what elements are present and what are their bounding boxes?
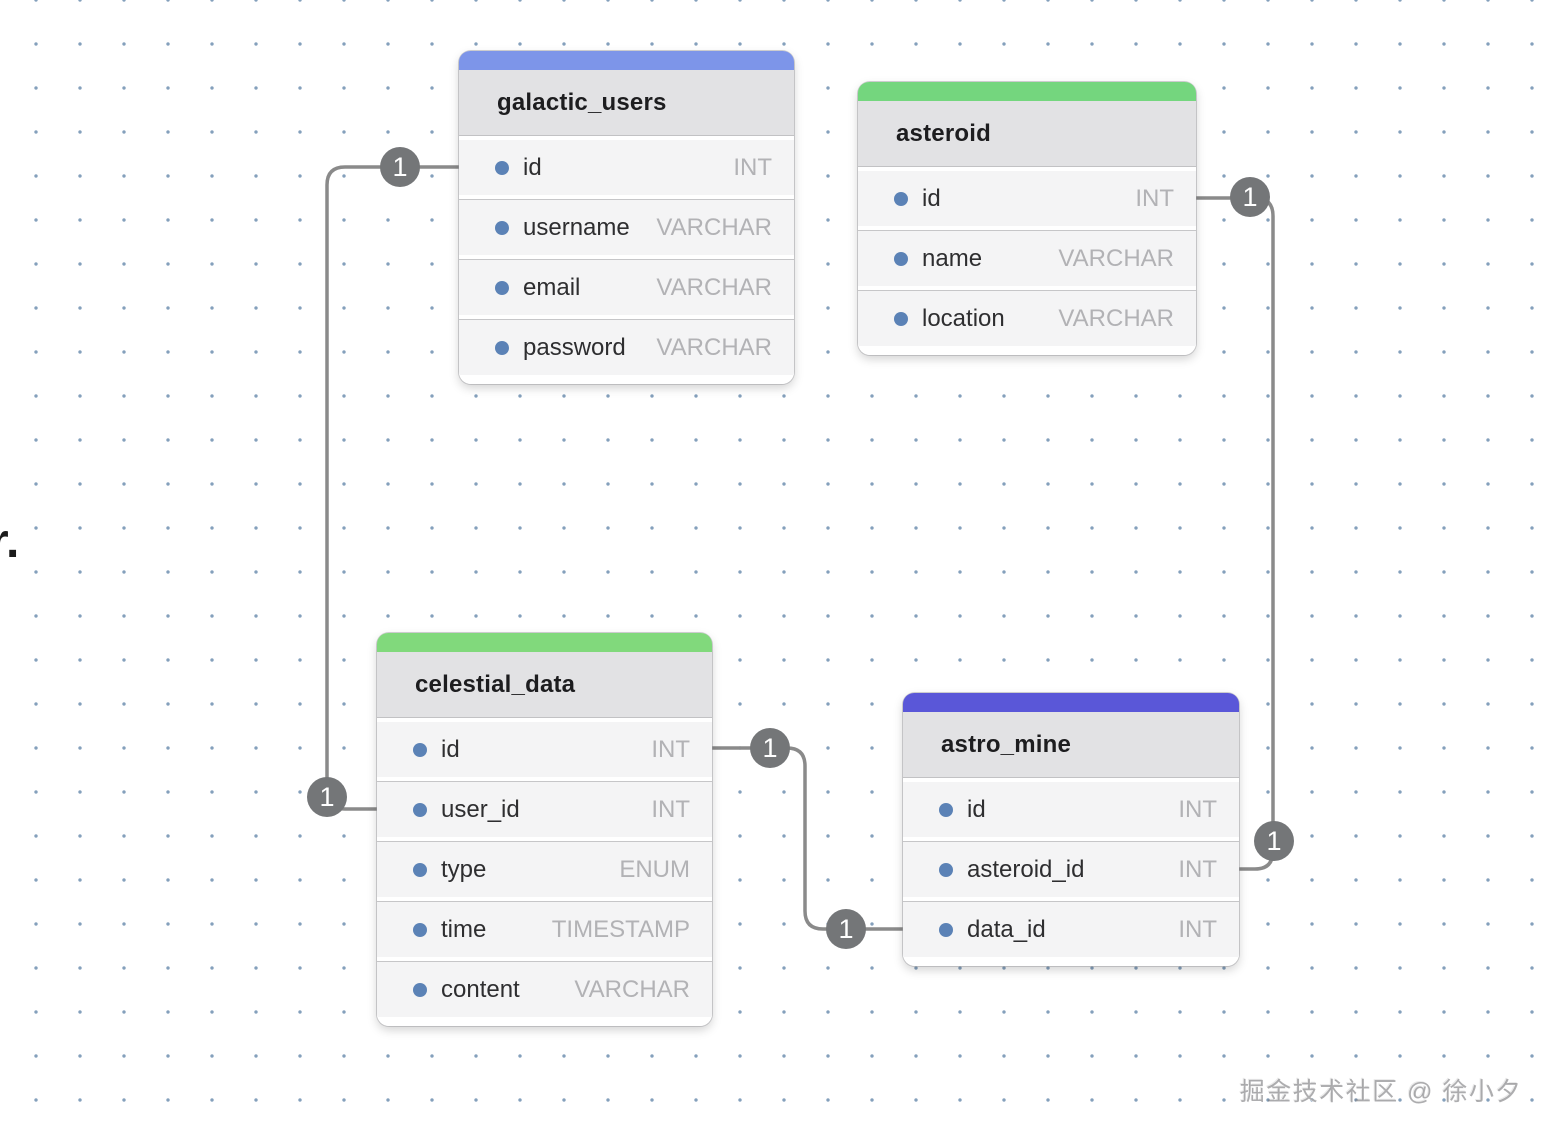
table-row[interactable]: location VARCHAR xyxy=(858,290,1196,346)
field-bullet-icon xyxy=(413,982,427,997)
table-title: astro_mine xyxy=(903,712,1239,778)
field-bullet-icon xyxy=(413,742,427,757)
cardinality-badge[interactable]: 1 xyxy=(380,147,420,187)
field-type: ENUM xyxy=(619,855,690,883)
cardinality-label: 1 xyxy=(838,914,853,944)
field-bullet-icon xyxy=(495,280,509,295)
cardinality-label: 1 xyxy=(762,733,777,763)
field-name: id xyxy=(967,795,986,823)
field-name: time xyxy=(441,915,487,943)
cardinality-badge[interactable]: 1 xyxy=(1230,177,1270,217)
field-type: VARCHAR xyxy=(656,213,772,241)
clipped-heading-text: r. xyxy=(0,515,20,568)
table-accent-bar xyxy=(377,633,712,652)
table-fields: id INT user_id INT type ENUM time TIMEST… xyxy=(377,722,712,1026)
field-type: VARCHAR xyxy=(1058,304,1174,332)
table-fields: id INT asteroid_id INT data_id INT xyxy=(903,782,1239,966)
table-row[interactable]: data_id INT xyxy=(903,901,1239,957)
table-row[interactable]: id INT xyxy=(903,782,1239,837)
field-name: data_id xyxy=(967,915,1046,943)
field-name: content xyxy=(441,975,520,1003)
cardinality-label: 1 xyxy=(392,152,407,182)
field-type: INT xyxy=(1178,915,1217,943)
table-row[interactable]: id INT xyxy=(858,171,1196,226)
field-type: VARCHAR xyxy=(1058,244,1174,272)
field-type: VARCHAR xyxy=(656,333,772,361)
table-row[interactable]: type ENUM xyxy=(377,841,712,897)
table-row[interactable]: time TIMESTAMP xyxy=(377,901,712,957)
field-bullet-icon xyxy=(413,802,427,817)
field-type: VARCHAR xyxy=(656,273,772,301)
cardinality-circle xyxy=(307,777,347,817)
table-celestial-data[interactable]: celestial_data id INT user_id INT type E… xyxy=(377,633,712,1026)
table-row[interactable]: content VARCHAR xyxy=(377,961,712,1017)
field-type: INT xyxy=(1178,855,1217,883)
cardinality-circle xyxy=(750,728,790,768)
field-type: INT xyxy=(651,735,690,763)
field-name: username xyxy=(523,213,630,241)
table-row[interactable]: id INT xyxy=(459,140,794,195)
table-row[interactable]: id INT xyxy=(377,722,712,777)
field-bullet-icon xyxy=(939,922,953,937)
table-accent-bar xyxy=(459,51,794,70)
cardinality-badge[interactable]: 1 xyxy=(1254,821,1294,861)
field-name: name xyxy=(922,244,983,272)
cardinality-label: 1 xyxy=(1266,826,1281,856)
table-fields: id INT username VARCHAR email VARCHAR pa… xyxy=(459,140,794,384)
field-name: user_id xyxy=(441,795,520,823)
table-title: asteroid xyxy=(858,101,1196,167)
field-bullet-icon xyxy=(413,862,427,877)
table-row[interactable]: password VARCHAR xyxy=(459,319,794,375)
table-row[interactable]: username VARCHAR xyxy=(459,199,794,255)
cardinality-circle xyxy=(1230,177,1270,217)
table-title: celestial_data xyxy=(377,652,712,718)
field-bullet-icon xyxy=(495,340,509,355)
cardinality-circle xyxy=(826,909,866,949)
cardinality-label: 1 xyxy=(1242,182,1257,212)
field-name: id xyxy=(441,735,460,763)
field-bullet-icon xyxy=(495,220,509,235)
cardinality-circle xyxy=(380,147,420,187)
field-name: location xyxy=(922,304,1005,332)
table-row[interactable]: user_id INT xyxy=(377,781,712,837)
field-bullet-icon xyxy=(939,862,953,877)
field-type: INT xyxy=(1135,184,1174,212)
field-bullet-icon xyxy=(894,251,908,266)
table-galactic-users[interactable]: galactic_users id INT username VARCHAR e… xyxy=(459,51,794,384)
field-type: VARCHAR xyxy=(574,975,690,1003)
table-title: galactic_users xyxy=(459,70,794,136)
table-fields: id INT name VARCHAR location VARCHAR xyxy=(858,171,1196,355)
cardinality-badge[interactable]: 1 xyxy=(826,909,866,949)
table-row[interactable]: asteroid_id INT xyxy=(903,841,1239,897)
table-accent-bar xyxy=(903,693,1239,712)
field-name: type xyxy=(441,855,487,883)
table-row[interactable]: name VARCHAR xyxy=(858,230,1196,286)
table-astro-mine[interactable]: astro_mine id INT asteroid_id INT data_i… xyxy=(903,693,1239,966)
cardinality-circle xyxy=(1254,821,1294,861)
cardinality-badge[interactable]: 1 xyxy=(750,728,790,768)
field-name: id xyxy=(523,153,542,181)
field-type: INT xyxy=(1178,795,1217,823)
field-bullet-icon xyxy=(894,191,908,206)
relationship-line-data-mine xyxy=(712,746,903,931)
field-bullet-icon xyxy=(894,311,908,326)
field-type: INT xyxy=(651,795,690,823)
cardinality-label: 1 xyxy=(319,782,334,812)
cardinality-badge[interactable]: 1 xyxy=(307,777,347,817)
field-name: asteroid_id xyxy=(967,855,1085,883)
watermark-text: 掘金技术社区 @ 徐小夕 xyxy=(1239,1078,1522,1106)
field-bullet-icon xyxy=(939,802,953,817)
field-name: email xyxy=(523,273,581,301)
field-type: TIMESTAMP xyxy=(551,915,690,943)
field-name: password xyxy=(523,333,626,361)
field-type: INT xyxy=(733,153,772,181)
field-bullet-icon xyxy=(413,922,427,937)
field-bullet-icon xyxy=(495,160,509,175)
table-accent-bar xyxy=(858,82,1196,101)
table-row[interactable]: email VARCHAR xyxy=(459,259,794,315)
table-asteroid[interactable]: asteroid id INT name VARCHAR location VA… xyxy=(858,82,1196,355)
field-name: id xyxy=(922,184,941,212)
